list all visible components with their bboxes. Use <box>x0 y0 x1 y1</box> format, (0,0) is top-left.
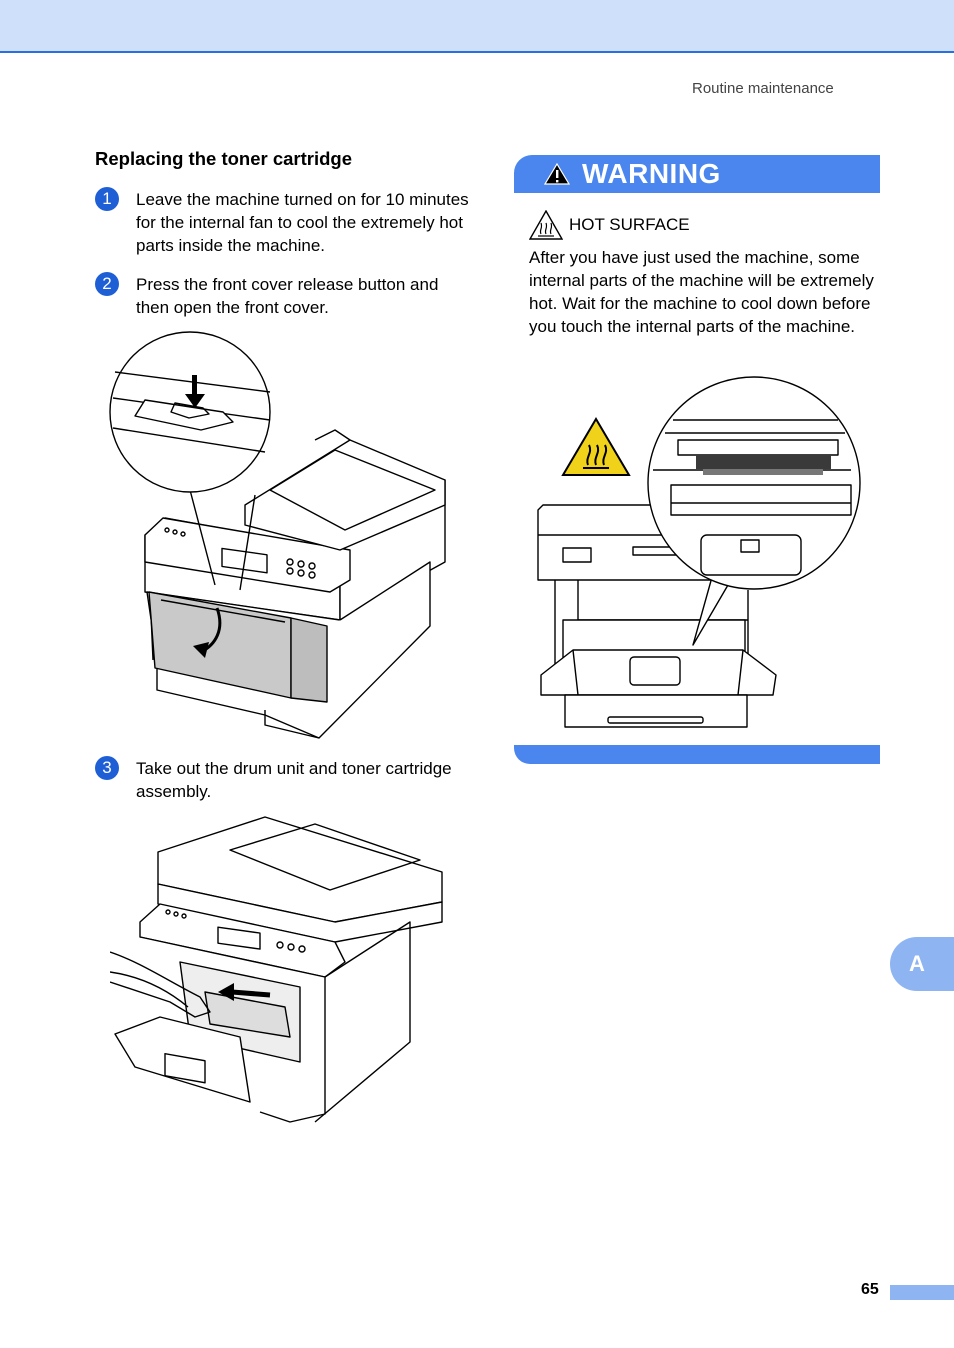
step-number-1: 1 <box>95 187 119 211</box>
figure-remove-drum-unit <box>110 816 443 1123</box>
step-text-2: Press the front cover release button and… <box>136 275 439 317</box>
hot-surface-row: HOT SURFACE <box>529 210 690 240</box>
step-2: 2 Press the front cover release button a… <box>95 272 475 319</box>
figure-open-front-cover <box>109 331 446 739</box>
running-head: Routine maintenance <box>692 80 834 97</box>
step-number-3: 3 <box>95 756 119 780</box>
warning-body: After you have just used the machine, so… <box>529 248 874 336</box>
warning-triangle-icon <box>544 163 570 185</box>
step-text-1: Leave the machine turned on for 10 minut… <box>136 190 469 255</box>
appendix-tab: A <box>890 937 954 991</box>
step-3: 3 Take out the drum unit and toner cartr… <box>95 756 475 803</box>
warning-header-bar: WARNING <box>514 155 880 193</box>
warning-title: WARNING <box>582 158 721 189</box>
step-number-2: 2 <box>95 272 119 296</box>
hot-surface-label-icon <box>561 417 631 476</box>
press-arrow-icon <box>185 375 205 408</box>
top-color-band <box>0 0 954 53</box>
hot-surface-icon <box>529 210 563 240</box>
page-number: 65 <box>861 1281 879 1298</box>
warning-footer-bar <box>514 745 880 764</box>
page-number-bar <box>890 1285 954 1300</box>
step-text-3: Take out the drum unit and toner cartrid… <box>136 759 452 801</box>
step-1: 1 Leave the machine turned on for 10 min… <box>95 187 475 257</box>
pull-arrow-icon <box>218 983 271 1001</box>
hot-surface-label: HOT SURFACE <box>569 215 690 234</box>
section-title: Replacing the toner cartridge <box>95 148 352 169</box>
figure-hot-internal-parts <box>537 376 861 728</box>
